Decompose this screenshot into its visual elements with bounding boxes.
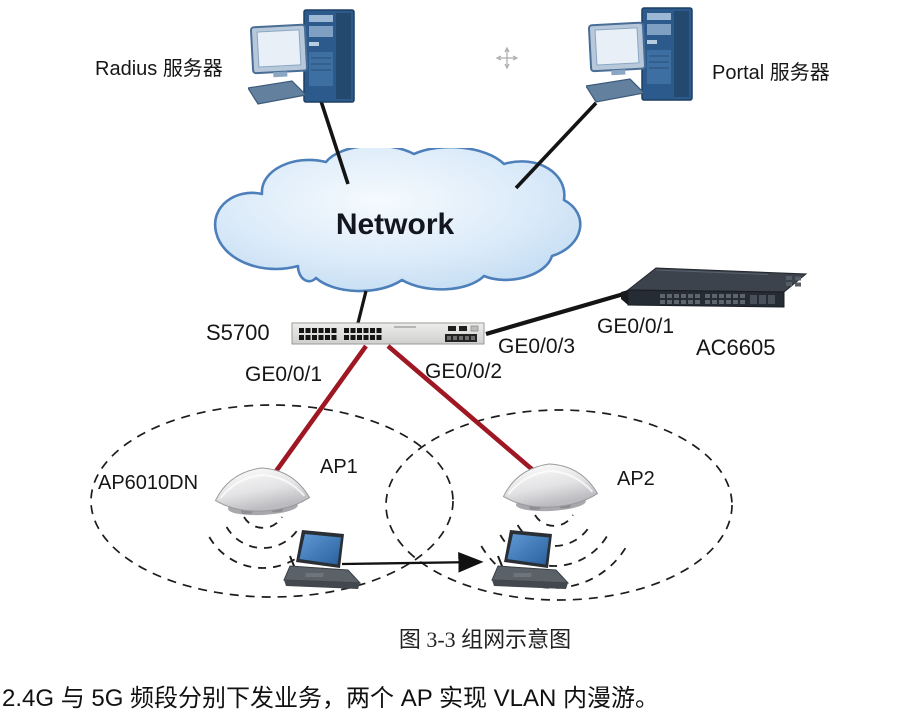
port-label-ge002-switch: GE0/0/2	[425, 360, 503, 383]
laptop-icon	[491, 530, 570, 589]
cloud-icon	[213, 148, 582, 293]
access-point-icon	[214, 467, 311, 516]
ap1-device	[212, 460, 312, 520]
link-network-to-switch	[355, 290, 368, 328]
link-switch-to-ap2	[386, 344, 536, 473]
desktop-computer-icon	[586, 7, 693, 103]
ap1-label: AP1	[320, 456, 358, 478]
radius-server	[248, 4, 366, 110]
cloud-label: Network	[335, 208, 455, 241]
access-point-icon	[502, 463, 599, 512]
roaming-arrow	[341, 551, 484, 573]
ap2-device	[500, 456, 600, 516]
desktop-computer-icon	[248, 9, 355, 105]
network-cloud	[202, 148, 584, 298]
port-label-ge003-switch: GE0/0/3	[498, 335, 576, 358]
link-radius-to-network	[318, 97, 350, 185]
link-portal-to-network	[514, 101, 598, 190]
coverage-ellipse-ap1	[90, 404, 454, 598]
portal-server	[586, 2, 704, 108]
ap2-label: AP2	[617, 468, 655, 490]
link-switch-to-ac	[485, 288, 635, 337]
ac6605-controller	[618, 262, 810, 324]
client-laptop-1	[278, 528, 368, 594]
port-label-ge001-controller: GE0/0/1	[597, 315, 675, 338]
ap-model-label: AP6010DN	[98, 472, 199, 494]
portal-server-label: Portal 服务器	[712, 62, 830, 84]
figure-footnote: 2.4G 与 5G 频段分别下发业务，两个 AP 实现 VLAN 内漫游。	[2, 685, 659, 712]
figure-caption: 图 3-3 组网示意图	[398, 627, 572, 652]
laptop-icon	[283, 530, 362, 589]
switch-label: S5700	[206, 320, 270, 345]
client-laptop-2	[486, 528, 576, 594]
link-switch-to-ap1	[272, 344, 368, 476]
radius-server-label: Radius 服务器	[95, 58, 223, 80]
switch-icon	[291, 322, 485, 345]
s5700-switch	[291, 320, 486, 347]
coverage-ellipse-ap2	[385, 409, 733, 601]
ac-controller-icon	[621, 267, 808, 308]
port-label-ge001-switch: GE0/0/1	[245, 363, 323, 386]
move-cursor-icon	[495, 46, 519, 70]
controller-label: AC6605	[696, 335, 776, 360]
